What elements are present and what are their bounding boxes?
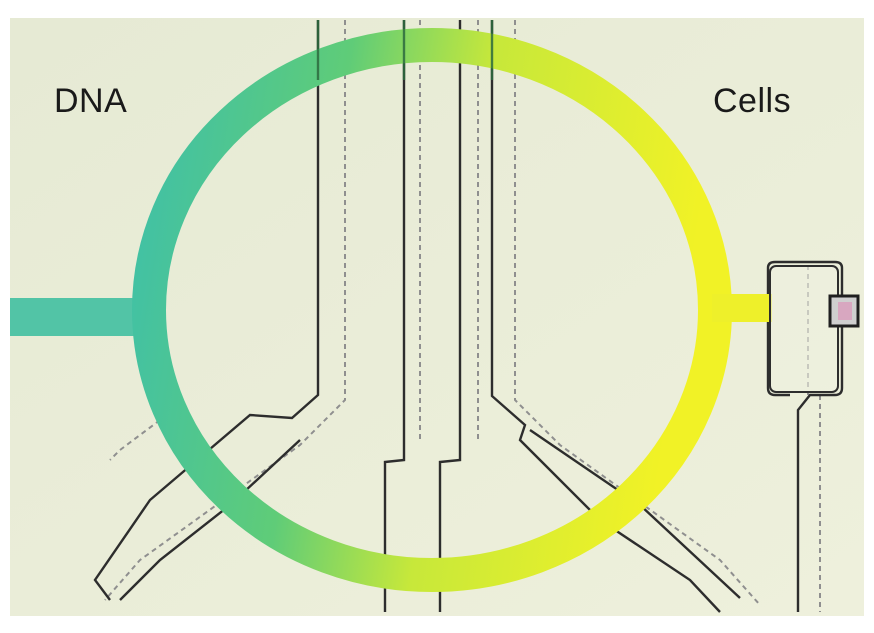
overlay-walls: [316, 20, 494, 80]
cell-chamber: [769, 265, 839, 393]
cells-inlet-channel: [712, 294, 772, 322]
channel-walls: [93, 20, 844, 613]
dna-label: DNA: [54, 82, 128, 120]
valve-core: [838, 302, 852, 320]
cells-label: Cells: [713, 82, 792, 120]
